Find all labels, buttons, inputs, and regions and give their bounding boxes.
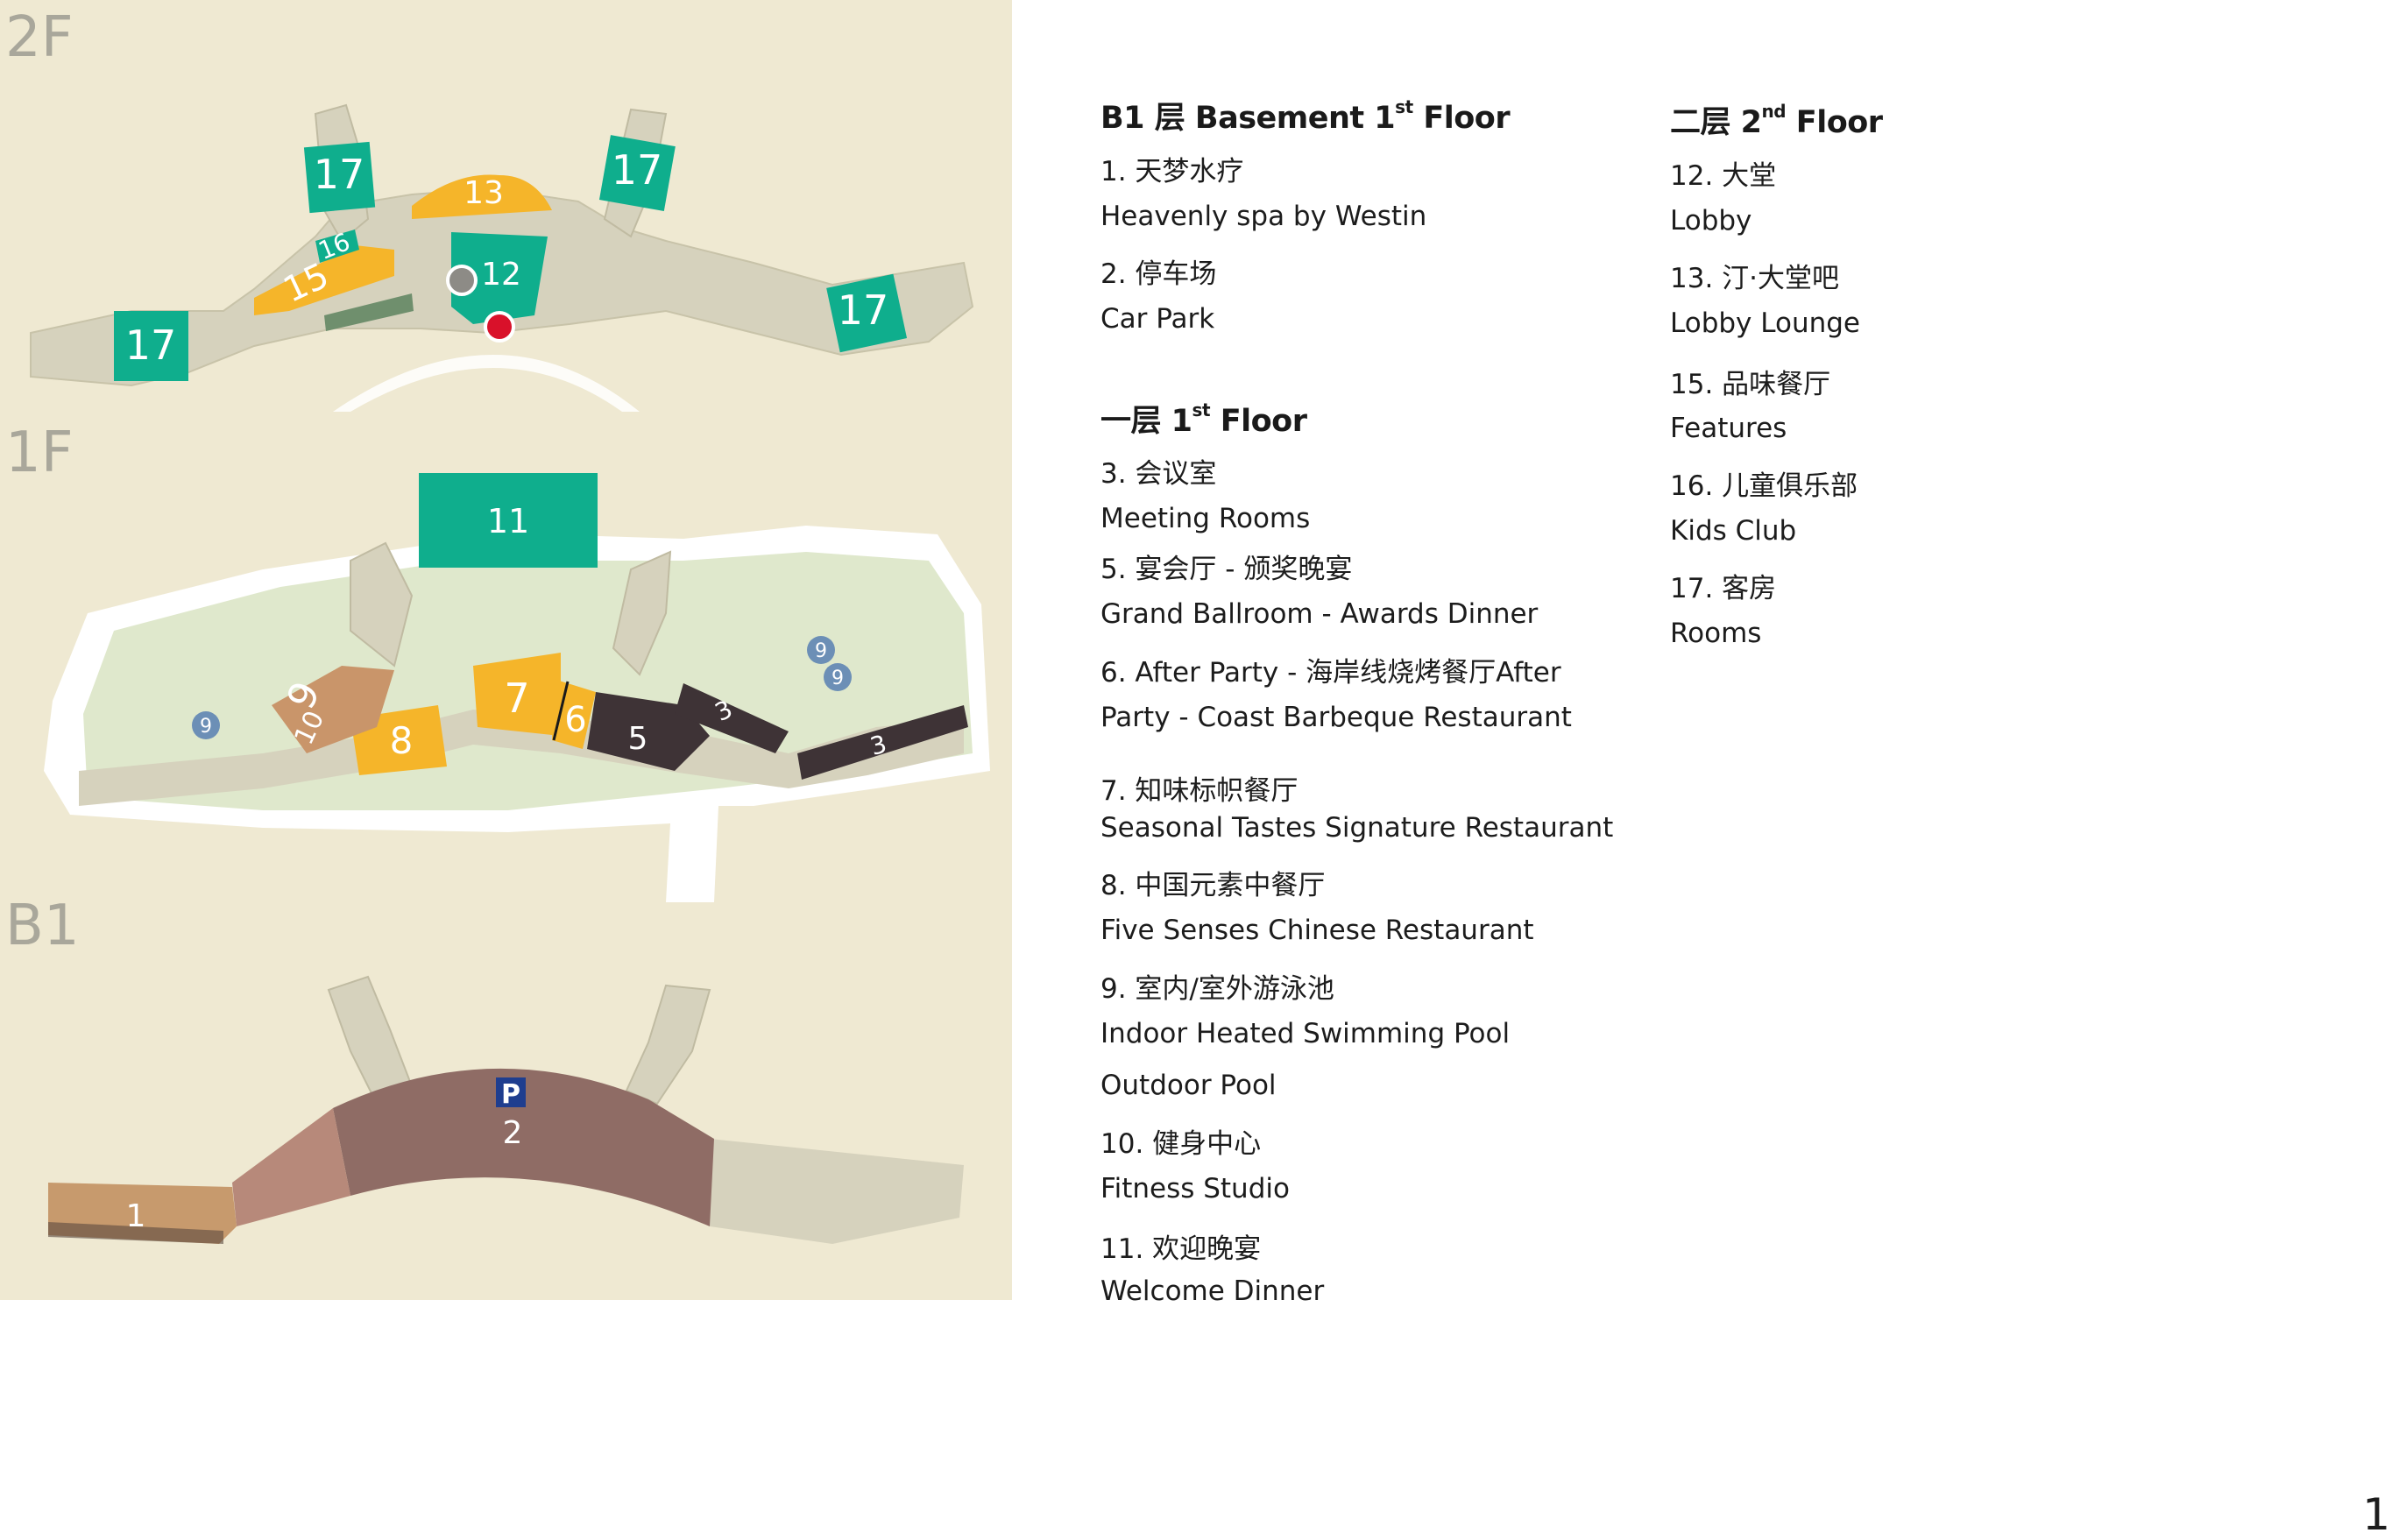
parking-sign-icon — [496, 1077, 526, 1107]
b1-extension — [710, 1139, 964, 1244]
legend-1f-item: 5. 宴会厅 - 颁奖晚宴 — [1100, 554, 1353, 585]
area-7-restaurant — [473, 653, 561, 736]
legend-1f-item: 9. 室内/室外游泳池 — [1100, 973, 1334, 1005]
legend-1f-item: 10. 健身中心 — [1100, 1128, 1262, 1160]
page-number: 1 — [2362, 1489, 2390, 1540]
legend-2f-item: Lobby — [1670, 205, 1752, 237]
label-7: 7 — [504, 675, 529, 722]
legend-1f-item: Seasonal Tastes Signature Restaurant — [1100, 812, 1614, 844]
corridor-1f — [79, 710, 964, 806]
wing-1f-right — [612, 550, 672, 676]
label-11: 11 — [487, 502, 529, 540]
legend-1f-item: 11. 欢迎晚宴 — [1100, 1233, 1262, 1265]
label-12: 12 — [481, 257, 521, 293]
legend-2f-item: Rooms — [1670, 618, 1762, 649]
label-17d: 17 — [838, 286, 889, 334]
legend-b1-item: 2. 停车场 — [1100, 258, 1217, 290]
area-9-10-pool-fitness — [272, 666, 394, 753]
floor-map-panel: 2F 1F B1 — [0, 0, 1012, 1300]
area-11-welcome-dinner — [419, 473, 598, 568]
legend-2f-item: 17. 客房 — [1670, 573, 1777, 604]
driveway-arc — [333, 355, 640, 412]
elevator-marker — [446, 265, 478, 296]
wing-b1-right — [625, 984, 711, 1106]
divider-6-7 — [552, 681, 570, 741]
legend-heading-2f-sup: nd — [1761, 101, 1787, 123]
legend-1f-item: Welcome Dinner — [1100, 1275, 1325, 1307]
label-5: 5 — [628, 721, 648, 757]
legend-2f-item: Lobby Lounge — [1670, 307, 1860, 339]
area-17-rooms-a — [303, 141, 376, 214]
area-2-car-park — [333, 1068, 714, 1226]
label-2: 2 — [503, 1115, 523, 1151]
legend-heading-2f: 二层 2nd Floor — [1670, 97, 1883, 142]
floor-map-svg: 17 17 17 17 13 12 15 16 11 — [30, 103, 990, 1244]
floor-b1-plan: P 2 1 — [48, 975, 964, 1244]
label-1: 1 — [126, 1198, 146, 1234]
legend-heading-b1: B1 层 Basement 1st Floor — [1100, 93, 1511, 138]
area-12-lobby — [451, 232, 548, 324]
legend-1f-item: Outdoor Pool — [1100, 1070, 1277, 1101]
legend-b1-item: Car Park — [1100, 303, 1215, 335]
legend-heading-b1-tail: Floor — [1412, 101, 1511, 136]
area-17-rooms-c — [114, 311, 188, 381]
floor-label-2f: 2F — [5, 5, 74, 70]
terrace-strip — [324, 293, 414, 331]
area-13-lounge — [412, 174, 552, 219]
label-17a: 17 — [314, 151, 365, 198]
legend-1f-item: Five Senses Chinese Restaurant — [1100, 915, 1534, 946]
legend-2f-item: Kids Club — [1670, 515, 1797, 547]
legend-2f-item: Features — [1670, 413, 1787, 444]
legend-2f-item: 12. 大堂 — [1670, 160, 1777, 192]
area-17-rooms-d — [826, 273, 908, 353]
floor-2f-plan: 17 17 17 17 13 12 15 16 — [30, 103, 974, 412]
legend-1f-item: Indoor Heated Swimming Pool — [1100, 1018, 1511, 1049]
legend-b1-item: 1. 天梦水疗 — [1100, 156, 1244, 187]
legend-1f-item: 8. 中国元素中餐厅 — [1100, 870, 1326, 901]
legend-2f-item: 15. 品味餐厅 — [1670, 369, 1831, 400]
you-are-here-marker — [484, 311, 515, 343]
area-b1-transition — [232, 1108, 350, 1226]
label-9c: 9 — [832, 668, 844, 689]
legend-heading-1f-sup: st — [1192, 399, 1211, 421]
area-15-features — [254, 245, 394, 315]
label-8: 8 — [390, 719, 414, 762]
legend-heading-1f-text: 一层 1 — [1100, 404, 1192, 439]
legend-1f-item: Grand Ballroom - Awards Dinner — [1100, 598, 1539, 630]
label-9a: 9 — [200, 716, 212, 738]
floor-label-1f: 1F — [5, 420, 74, 485]
floor-label-b1: B1 — [5, 894, 80, 958]
legend-heading-2f-tail: Floor — [1786, 105, 1883, 140]
pool-marker-a — [192, 711, 220, 739]
label-17b: 17 — [612, 146, 663, 194]
area-17-rooms-b — [598, 135, 676, 212]
legend-heading-b1-sup: st — [1395, 96, 1413, 118]
legend-heading-1f-tail: Floor — [1210, 404, 1307, 439]
legend-2f-item: 16. 儿童俱乐部 — [1670, 470, 1858, 502]
wing-1f-left — [350, 541, 414, 668]
label-13: 13 — [464, 175, 504, 211]
legend-b1-item: Heavenly spa by Westin — [1100, 201, 1427, 232]
label-9b: 9 — [815, 640, 827, 662]
legend-heading-2f-text: 二层 2 — [1670, 105, 1762, 140]
pool-marker-b — [807, 636, 835, 664]
parking-sign-letter: P — [501, 1079, 520, 1110]
floor-1f-plan: 11 7 6 5 — [44, 473, 990, 902]
legend-1f-item: 3. 会议室 — [1100, 458, 1217, 490]
legend-1f-item: Party - Coast Barbeque Restaurant — [1100, 702, 1572, 733]
area-3-meeting-b — [797, 705, 968, 780]
legend-1f-item: Meeting Rooms — [1100, 503, 1311, 534]
pool-marker-c — [824, 663, 852, 691]
area-3-meeting-a — [675, 683, 789, 753]
area-16-kids — [315, 230, 359, 263]
legend-2f-item: 13. 汀·大堂吧 — [1670, 263, 1840, 294]
label-17c: 17 — [125, 321, 177, 369]
b1-shadow — [48, 1222, 223, 1244]
legend-1f-item: 7. 知味标帜餐厅 — [1100, 775, 1299, 807]
legend-1f-item: Fitness Studio — [1100, 1173, 1290, 1204]
label-6: 6 — [564, 700, 586, 740]
legend-heading-b1-text: B1 层 Basement 1 — [1100, 101, 1396, 136]
legend-heading-1f: 一层 1st Floor — [1100, 396, 1307, 441]
legend-1f-item: 6. After Party - 海岸线烧烤餐厅After — [1100, 657, 1561, 689]
